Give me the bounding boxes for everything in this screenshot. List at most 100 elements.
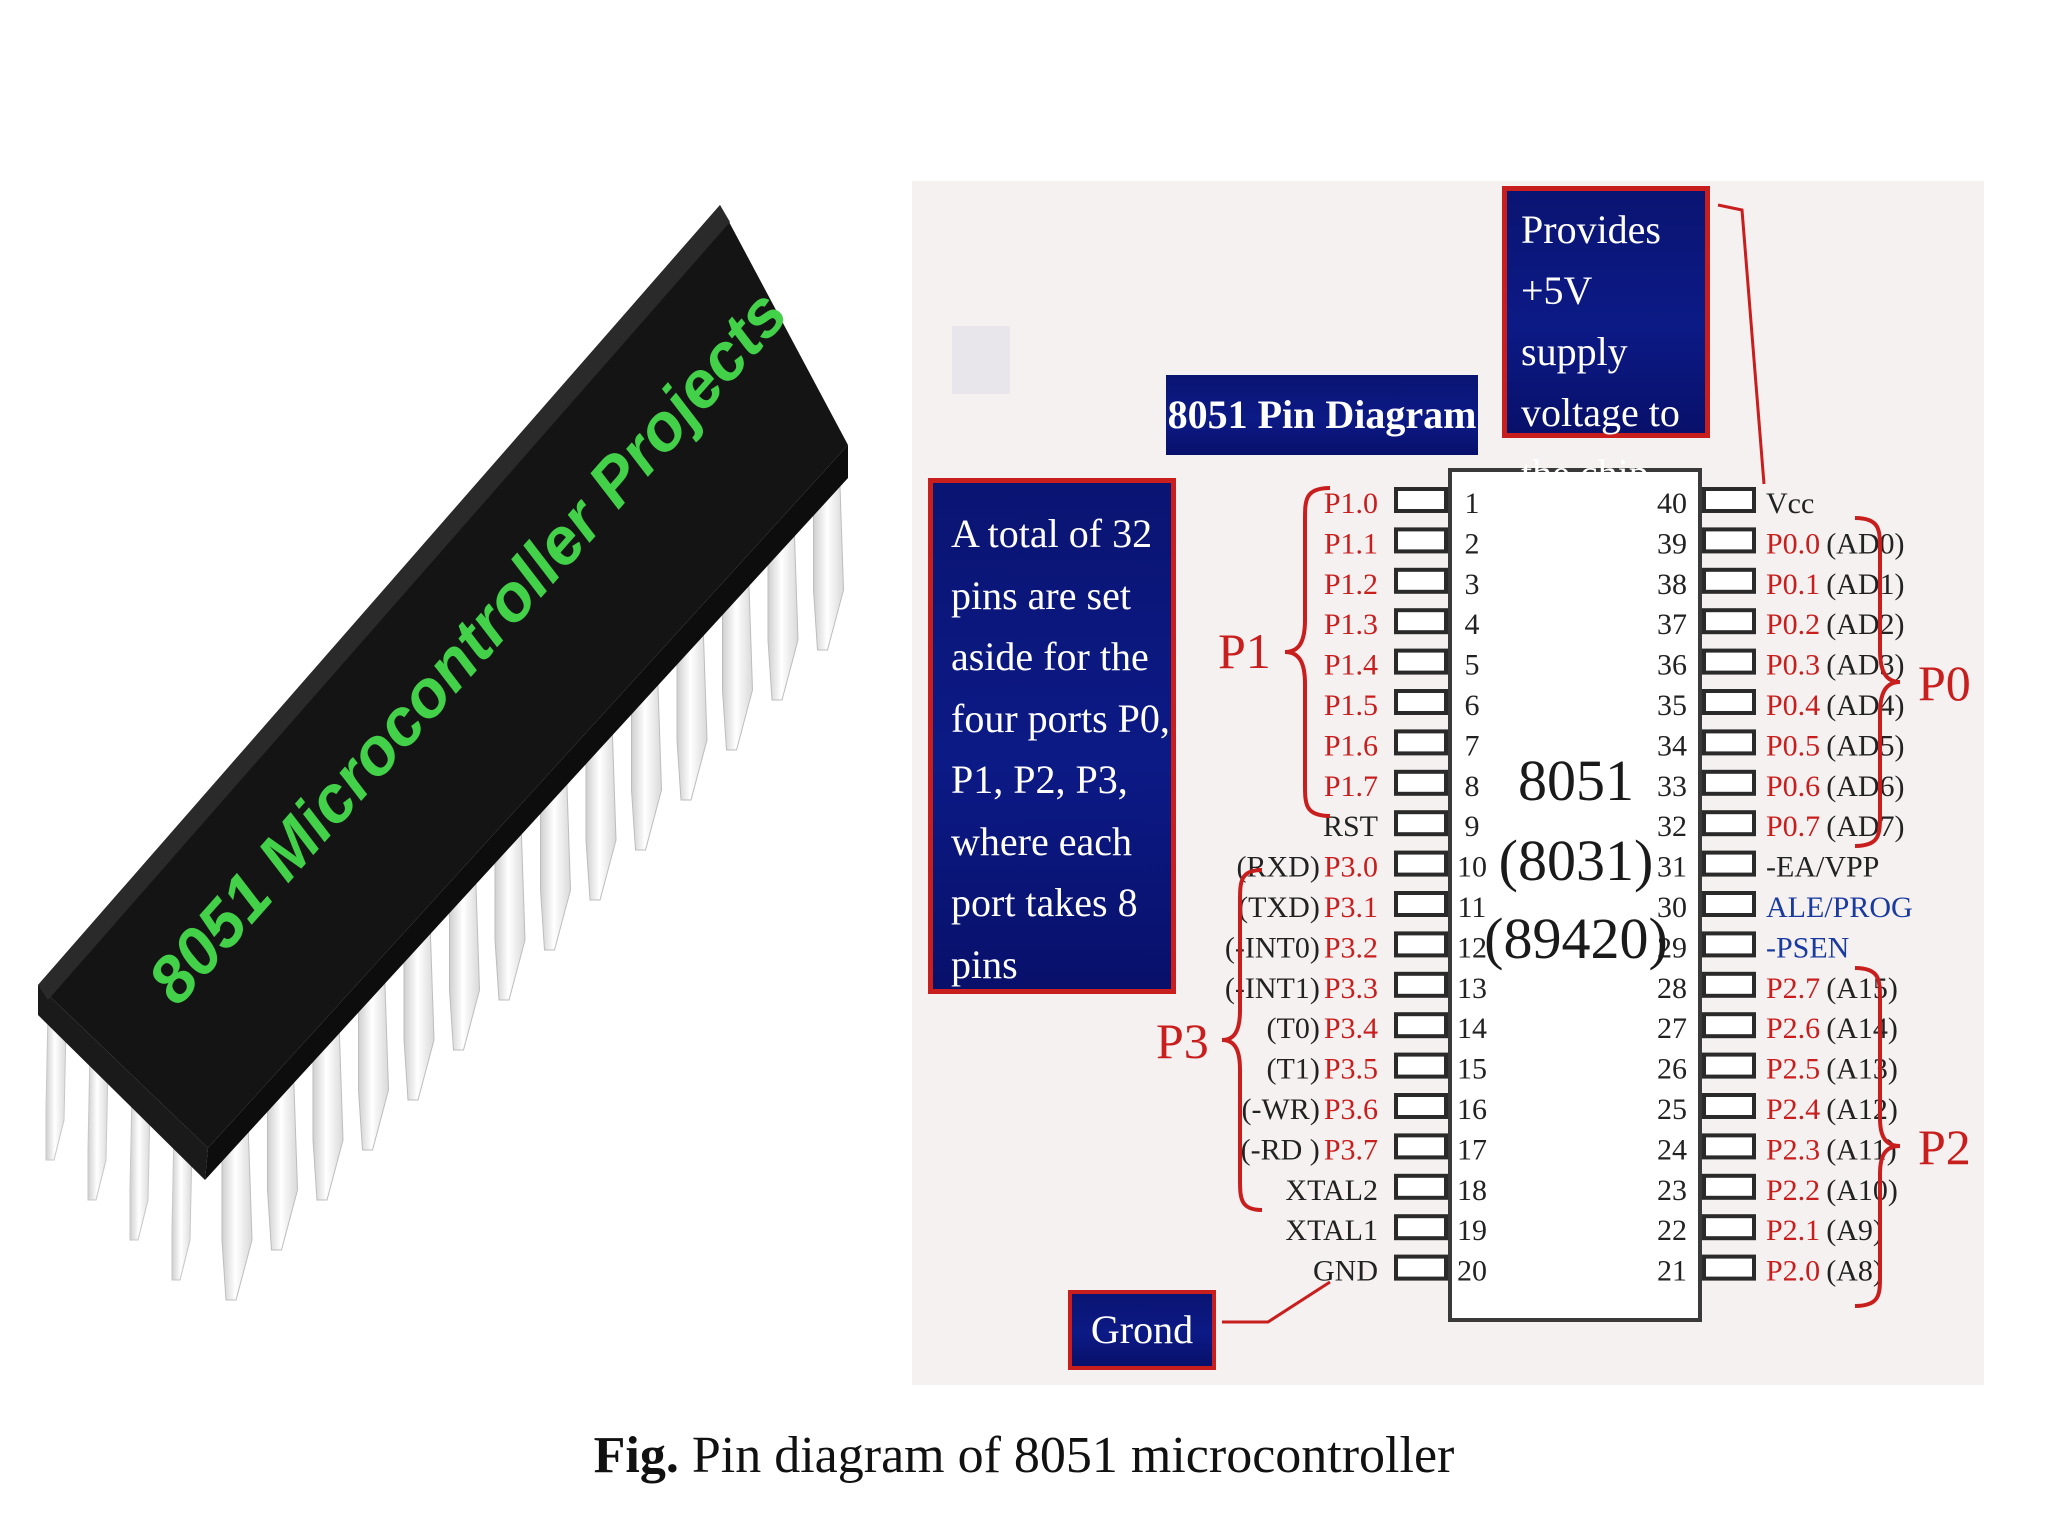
- vcc-connector-line: [1717, 203, 1766, 485]
- pin-number-left: 17: [1457, 1133, 1487, 1166]
- diagram-title-box: 8051 Pin Diagram: [1166, 375, 1478, 455]
- pin-name-left: P1.5: [1324, 689, 1378, 722]
- pin-name-right: Vcc: [1766, 487, 1814, 520]
- pin-number-left: 9: [1465, 810, 1480, 843]
- ic-outline: [1448, 468, 1702, 1322]
- pin-alt-right: (A12): [1826, 1093, 1898, 1126]
- pin-number-left: 20: [1457, 1255, 1487, 1288]
- pin-pad-left: [1394, 1214, 1448, 1241]
- pin-number-right: 27: [1657, 1012, 1687, 1045]
- pin-pad-right: [1702, 729, 1756, 756]
- pin-name-left: P1.3: [1324, 608, 1378, 641]
- pin-alt-left: (TXD): [1238, 891, 1320, 924]
- pin-pad-right: [1702, 1133, 1756, 1160]
- pin-pad-right: [1702, 1093, 1756, 1119]
- pin-alt-right: (A9): [1826, 1214, 1883, 1247]
- pin-number-right: 35: [1657, 689, 1687, 722]
- pin-pad-right: [1702, 648, 1756, 675]
- pin-pad-right: [1702, 487, 1756, 513]
- ports-box-line: pins: [951, 941, 1018, 987]
- pin-name-left: P1.7: [1324, 770, 1378, 803]
- pin-pad-left: [1394, 567, 1448, 594]
- pin-number-left: 10: [1457, 851, 1487, 884]
- chip-legs: [45, 470, 845, 1301]
- chip-body-side: [38, 985, 208, 1180]
- pin-pad-right: [1702, 527, 1756, 554]
- pin-number-right: 39: [1657, 527, 1687, 560]
- pin-name-left: P3.6: [1324, 1093, 1378, 1126]
- pin-number-right: 30: [1657, 891, 1687, 924]
- pin-pad-right: [1702, 769, 1756, 796]
- pin-alt-right: (AD1): [1826, 568, 1904, 601]
- pin-name-right: -EA/VPP: [1766, 851, 1879, 884]
- pin-number-left: 8: [1465, 770, 1480, 803]
- caption-text: Pin diagram of 8051 microcontroller: [678, 1427, 1455, 1484]
- pin-number-left: 18: [1457, 1174, 1487, 1207]
- pin-number-left: 15: [1457, 1053, 1487, 1086]
- pin-pad-right: [1702, 1214, 1756, 1241]
- figure-caption: Fig. Pin diagram of 8051 microcontroller: [0, 1426, 2048, 1485]
- pin-number-right: 28: [1657, 972, 1687, 1005]
- diagram-title: 8051 Pin Diagram: [1167, 392, 1477, 437]
- pin-name-right: P0.5: [1766, 729, 1820, 762]
- pin-name-right: P2.6: [1766, 1012, 1820, 1045]
- pin-pad-left: [1394, 891, 1448, 917]
- pin-name-left: RST: [1323, 810, 1378, 843]
- pin-name-left: P3.7: [1324, 1133, 1378, 1166]
- pin-name-left: XTAL2: [1285, 1174, 1378, 1207]
- pin-number-left: 19: [1457, 1214, 1487, 1247]
- supply-box-line: Provides: [1521, 207, 1661, 252]
- pin-number-right: 31: [1657, 851, 1687, 884]
- port-label-p0: P0: [1918, 655, 1971, 711]
- pin-pad-left: [1394, 487, 1448, 513]
- caption-prefix: Fig.: [593, 1427, 679, 1484]
- pin-name-right: P0.3: [1766, 649, 1820, 682]
- pin-pad-left: [1394, 769, 1448, 796]
- ports-box-line: port takes 8: [951, 880, 1138, 925]
- pin-alt-right: (A15): [1826, 972, 1898, 1005]
- port-label-p3: P3: [1156, 1013, 1209, 1069]
- pin-alt-right: (AD6): [1826, 770, 1904, 803]
- pin-pad-left: [1394, 810, 1448, 837]
- pin-name-left: P3.5: [1324, 1053, 1378, 1086]
- pin-number-right: 37: [1657, 608, 1687, 641]
- pin-pad-right: [1702, 567, 1756, 594]
- pin-name-left: P1.0: [1324, 487, 1378, 520]
- pin-name-left: P3.0: [1324, 851, 1378, 884]
- pin-pad-left: [1394, 1254, 1448, 1281]
- pin-alt-left: (-WR): [1242, 1093, 1320, 1126]
- pin-number-left: 4: [1465, 608, 1480, 641]
- pin-pad-right: [1702, 689, 1756, 715]
- port-label-p2: P2: [1918, 1119, 1971, 1175]
- pin-name-right: P2.2: [1766, 1174, 1820, 1207]
- brace-p3: [1221, 868, 1263, 1212]
- supply-box-line: voltage to: [1521, 390, 1680, 435]
- pin-name-right: -PSEN: [1766, 931, 1849, 964]
- pin-name-left: P1.4: [1324, 649, 1378, 682]
- ports-box-line: P1, P2, P3,: [951, 757, 1128, 802]
- ground-note-text: Grond: [1090, 1307, 1194, 1352]
- pin-name-right: P0.6: [1766, 770, 1820, 803]
- pin-name-right: P2.4: [1766, 1093, 1820, 1126]
- brace-p1: [1284, 486, 1331, 818]
- pin-alt-right: (A8): [1826, 1255, 1883, 1288]
- chip-label-8051: 8051: [1518, 748, 1634, 813]
- chip-body-top: [38, 205, 848, 1148]
- pin-pad-left: [1394, 1012, 1448, 1039]
- pin-name-left: P1.2: [1324, 568, 1378, 601]
- pin-number-right: 25: [1657, 1093, 1687, 1126]
- pin-name-right: P2.5: [1766, 1053, 1820, 1086]
- pin-pad-left: [1394, 971, 1448, 998]
- pin-name-right: ALE/PROG: [1766, 891, 1913, 924]
- pin-pad-left: [1394, 850, 1448, 877]
- chip-label-89420: (89420): [1484, 906, 1668, 971]
- pin-alt-right: (AD7): [1826, 810, 1904, 843]
- pin-alt-left: (T1): [1267, 1053, 1320, 1086]
- pin-name-left: P1.6: [1324, 729, 1378, 762]
- pin-layer: 1P1.02P1.13P1.24P1.35P1.46P1.57P1.68P1.7…: [1225, 487, 1913, 1288]
- pin-alt-right: (A14): [1826, 1012, 1898, 1045]
- pin-number-right: 22: [1657, 1214, 1687, 1247]
- pin-alt-left: (-RD ): [1241, 1133, 1320, 1166]
- pin-pad-right: [1702, 850, 1756, 877]
- pin-name-left: P3.2: [1324, 931, 1378, 964]
